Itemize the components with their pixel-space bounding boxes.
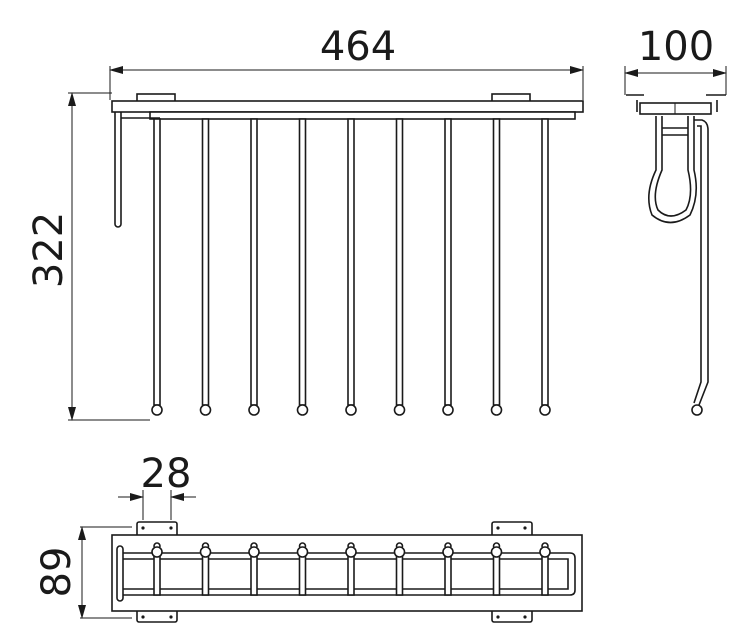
bottom-hanger-rod (248, 542, 260, 596)
top-plate (111, 100, 584, 113)
dimension-width-label: 464 (320, 24, 396, 70)
front-view (111, 93, 584, 416)
bottom-frame (123, 552, 576, 596)
rod-end-ball (393, 404, 406, 416)
hanger-rod (296, 118, 309, 416)
rod-end-ball (539, 546, 551, 558)
rod-end-ball (442, 546, 454, 558)
rod-end-ball (199, 404, 212, 416)
bottom-hanger-rod (442, 542, 454, 596)
hanger-rod (442, 118, 454, 416)
bottom-hanger-rod (393, 542, 406, 596)
dimension-bottom-depth: 89 (34, 526, 132, 619)
rod-end-ball (345, 404, 357, 416)
hanger-rod (490, 118, 503, 416)
rod-end-ball (490, 404, 503, 416)
bottom-plate (111, 534, 583, 612)
side-loop (648, 116, 698, 224)
hanger-rod (248, 118, 260, 416)
rod-end-ball (345, 546, 357, 558)
bottom-view (111, 521, 583, 623)
side-rod (694, 119, 709, 406)
bottom-hanger-rod (199, 542, 212, 596)
dimension-width: 464 (109, 24, 584, 100)
dimension-height: 322 (26, 92, 150, 421)
dimension-depth: 100 (624, 24, 727, 95)
rod-end-ball (393, 546, 406, 558)
bottom-hanger-rod (296, 542, 309, 596)
rod-end-ball (151, 404, 163, 416)
rod-end-ball (296, 404, 309, 416)
rod-end-ball (151, 546, 163, 558)
hanger-rod (345, 118, 357, 416)
dimension-depth-label: 100 (638, 24, 714, 70)
side-rod-ball (691, 404, 703, 416)
side-hook (114, 112, 122, 228)
rod-end-ball (442, 404, 454, 416)
dimension-bottom-depth-label: 89 (34, 547, 80, 598)
side-view (626, 94, 726, 416)
rail (149, 111, 576, 120)
rod-end-ball (199, 546, 212, 558)
bottom-hanger-rod (539, 542, 551, 596)
hanger-rod (393, 118, 406, 416)
hanger-rod (199, 118, 212, 416)
rod-end-ball (248, 546, 260, 558)
dimension-height-label: 322 (26, 212, 72, 288)
dimension-bracket-label: 28 (141, 451, 192, 497)
rod-end-ball (490, 546, 503, 558)
bottom-hanger-rod (151, 542, 163, 596)
hanger-rod (539, 118, 551, 416)
bottom-side-hook (116, 545, 124, 602)
rod-end-ball (296, 546, 309, 558)
dimension-bracket: 28 (118, 451, 196, 520)
bottom-hanger-rod (490, 542, 503, 596)
bottom-hanger-rod (345, 542, 357, 596)
rod-end-ball (248, 404, 260, 416)
hanger-rod (151, 118, 163, 416)
rod-end-ball (539, 404, 551, 416)
